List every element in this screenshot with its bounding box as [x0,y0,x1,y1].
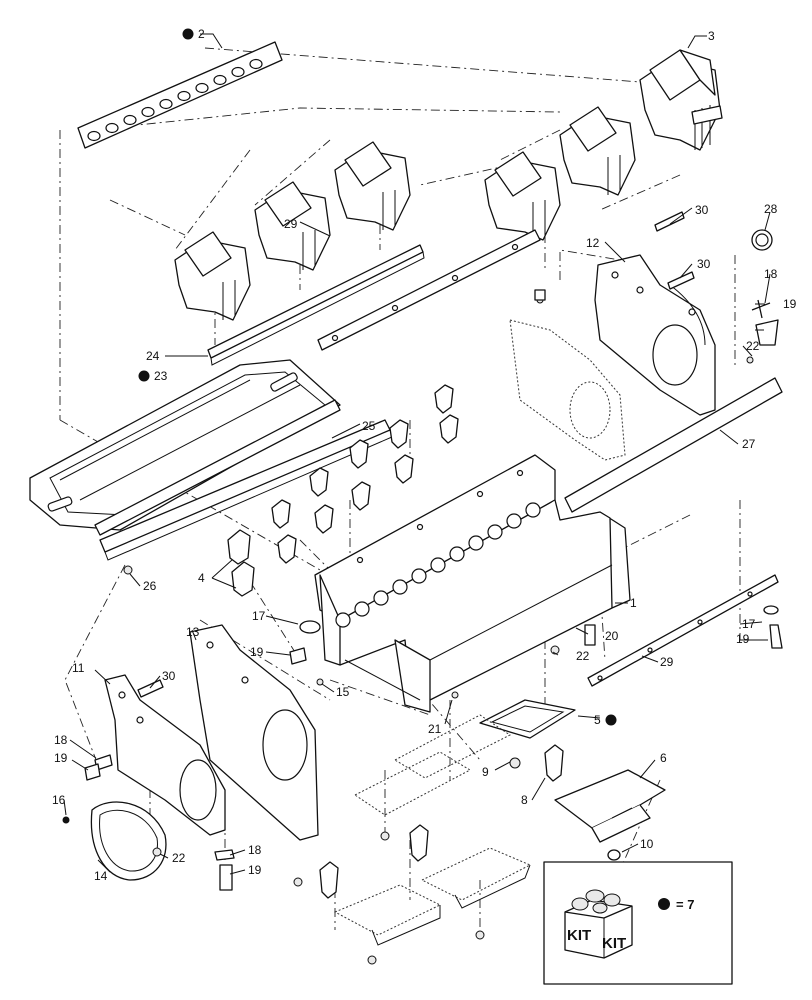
callout-18: 18 [764,267,778,281]
callout-3: 3 [708,29,715,43]
callout-29: 29 [284,217,298,231]
callout-2: 2 [198,27,205,41]
callout-15: 15 [336,685,350,699]
callout-25: 25 [362,419,376,433]
perforated-bar [77,41,283,149]
callout-labels: 2 3 30 30 28 12 29 18 19 22 24 23 25 27 … [52,27,797,883]
pins [137,211,695,698]
hardware [62,289,783,891]
slotted-strip-upper [317,229,541,351]
callout-9: 9 [482,765,489,779]
callout-1: 1 [630,596,637,610]
feeder-units [174,49,723,321]
slotted-strip-lower [587,574,779,687]
callout-18: 18 [248,843,262,857]
callout-14: 14 [94,869,108,883]
kit-box-icon: KIT KIT [564,889,633,959]
clips [227,384,459,597]
callout-30: 30 [697,257,711,271]
callout-28: 28 [764,202,778,216]
side-plate-left [189,624,319,841]
ring-seal [90,801,167,881]
callout-11: 11 [72,661,85,675]
callout-30: 30 [695,203,709,217]
callout-29: 29 [660,655,674,669]
side-plate-right [594,254,716,416]
svg-text:KIT: KIT [567,927,591,944]
leaders [63,33,771,875]
kit-bullet [182,28,194,40]
gasket [479,699,576,739]
callout-27: 27 [742,437,756,451]
callout-4: 4 [198,571,205,585]
callout-19: 19 [736,632,750,646]
screen-panels [333,714,532,946]
svg-text:KIT: KIT [602,935,626,952]
callout-22: 22 [576,649,590,663]
callout-19: 19 [54,751,68,765]
callout-17: 17 [742,617,756,631]
callout-20: 20 [605,629,619,643]
kit-bullet [605,714,617,726]
callout-13: 13 [186,625,200,639]
callout-18: 18 [54,733,68,747]
long-strip-upper [564,377,783,513]
kit-legend-text: = 7 [676,897,694,912]
callout-26: 26 [143,579,157,593]
ring-small [751,229,773,251]
angle-strip [207,244,425,366]
main-frame [314,454,631,713]
callout-19: 19 [783,297,797,311]
side-plate-front [104,674,226,836]
callout-16: 16 [52,793,66,807]
callout-22: 22 [172,851,186,865]
callout-10: 10 [640,837,654,851]
callout-6: 6 [660,751,667,765]
callout-21: 21 [428,722,442,736]
callout-8: 8 [521,793,528,807]
callout-17: 17 [252,609,266,623]
cover-plate [554,769,666,843]
kit-bullet [658,898,670,910]
callout-30: 30 [162,669,176,683]
latches [293,744,564,965]
kit-legend: KIT KIT = 7 [543,861,733,985]
side-plate-ghost [509,319,626,461]
tray [29,359,341,536]
callout-22: 22 [746,339,760,353]
callout-19: 19 [248,863,262,877]
callout-12: 12 [586,236,600,250]
callout-5: 5 [594,713,601,727]
kit-bullet [138,370,150,382]
callout-23: 23 [154,369,168,383]
callout-19: 19 [250,645,264,659]
callout-24: 24 [146,349,160,363]
